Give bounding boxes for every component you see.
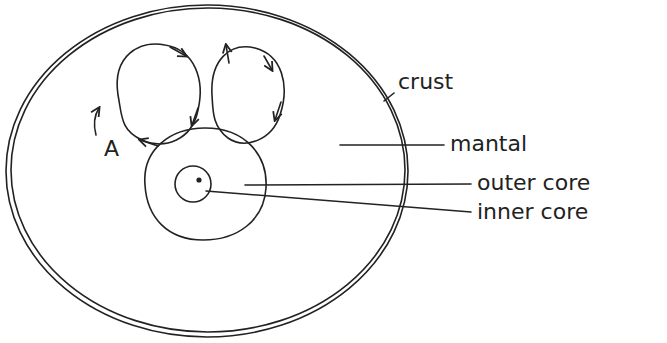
layer-label: mantal xyxy=(450,133,527,155)
layer-label: outer core xyxy=(477,172,590,194)
leader-line xyxy=(384,93,394,101)
flow-arrow xyxy=(275,102,281,120)
motion-arrow xyxy=(94,108,99,135)
flow-arrow xyxy=(170,47,186,56)
layer-label: crust xyxy=(398,71,453,93)
leader-line xyxy=(340,144,444,146)
crust-inner-outline xyxy=(11,8,405,332)
arrow-label: A xyxy=(104,138,119,160)
crust-outline xyxy=(6,5,408,337)
flow-arrow xyxy=(140,140,158,146)
convection-cell xyxy=(212,47,284,143)
layer-label: inner core xyxy=(477,201,588,223)
leader-line xyxy=(245,184,471,185)
flow-arrow xyxy=(192,108,198,125)
outer-core-outline xyxy=(145,128,266,240)
core-dot xyxy=(197,178,201,182)
flow-arrow xyxy=(226,45,229,63)
leader-line xyxy=(206,191,471,212)
inner-core-outline xyxy=(175,166,211,202)
flow-arrow xyxy=(264,56,272,70)
convection-cell xyxy=(117,44,200,144)
